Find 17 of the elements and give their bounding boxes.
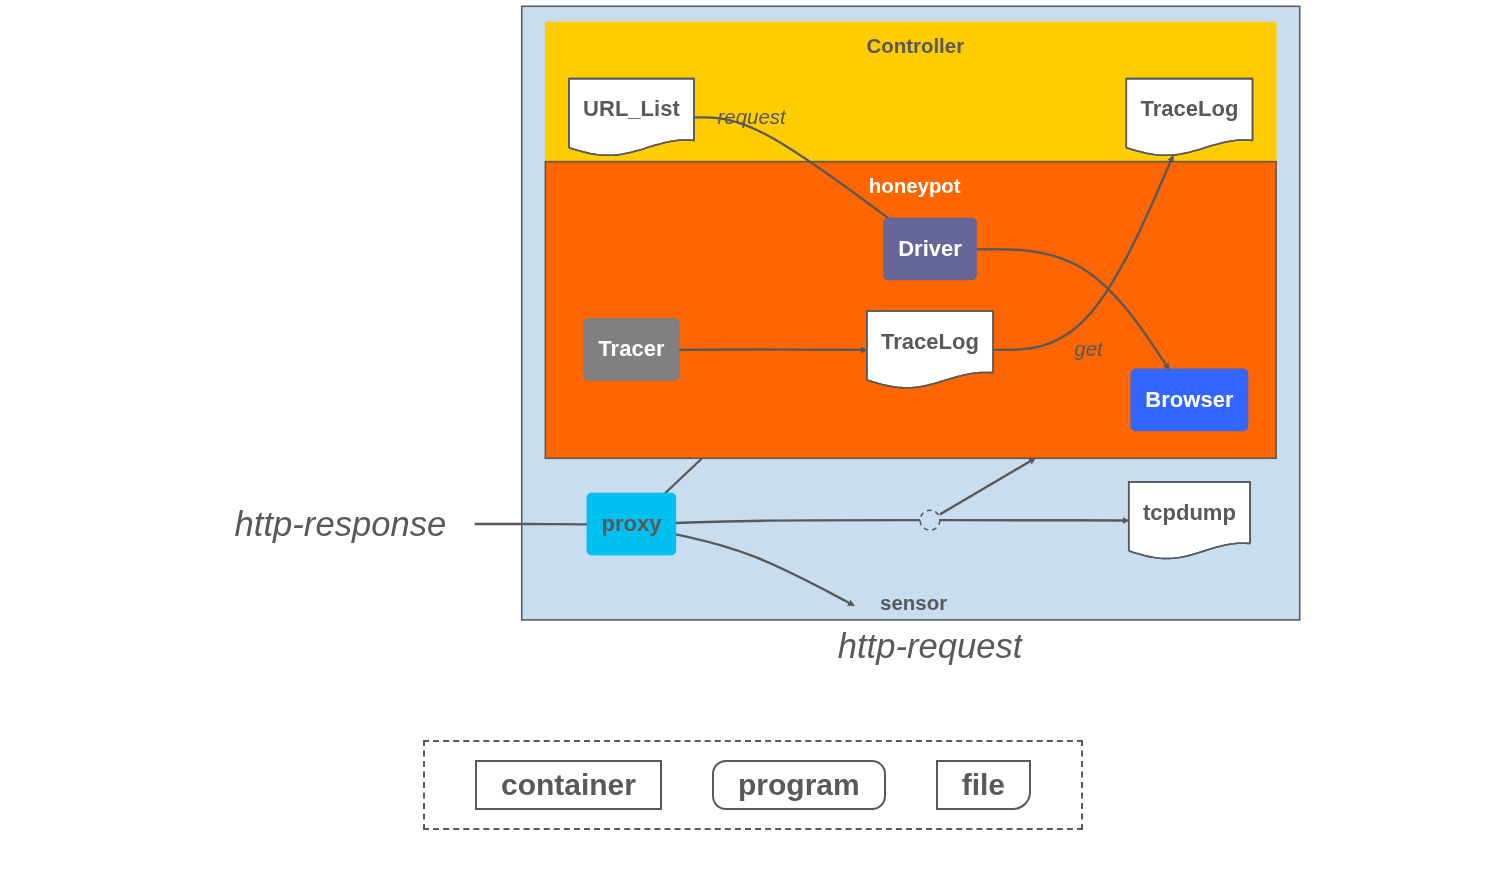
arrow — [939, 517, 1130, 524]
arrow — [679, 346, 868, 354]
connector — [694, 116, 890, 220]
arrow — [675, 533, 855, 607]
connector — [675, 519, 921, 525]
edge-label: get — [1074, 337, 1103, 361]
node-text: http-response — [234, 504, 447, 543]
arrow — [993, 155, 1174, 351]
legend-item: program — [712, 760, 886, 810]
arrow — [976, 248, 1170, 370]
edge-label: request — [717, 104, 786, 129]
arrow — [939, 457, 1036, 516]
connector — [663, 457, 703, 495]
connector — [474, 522, 588, 526]
legend-item: file — [935, 760, 1032, 810]
legend-item: container — [474, 760, 662, 810]
node-circle — [919, 509, 941, 531]
